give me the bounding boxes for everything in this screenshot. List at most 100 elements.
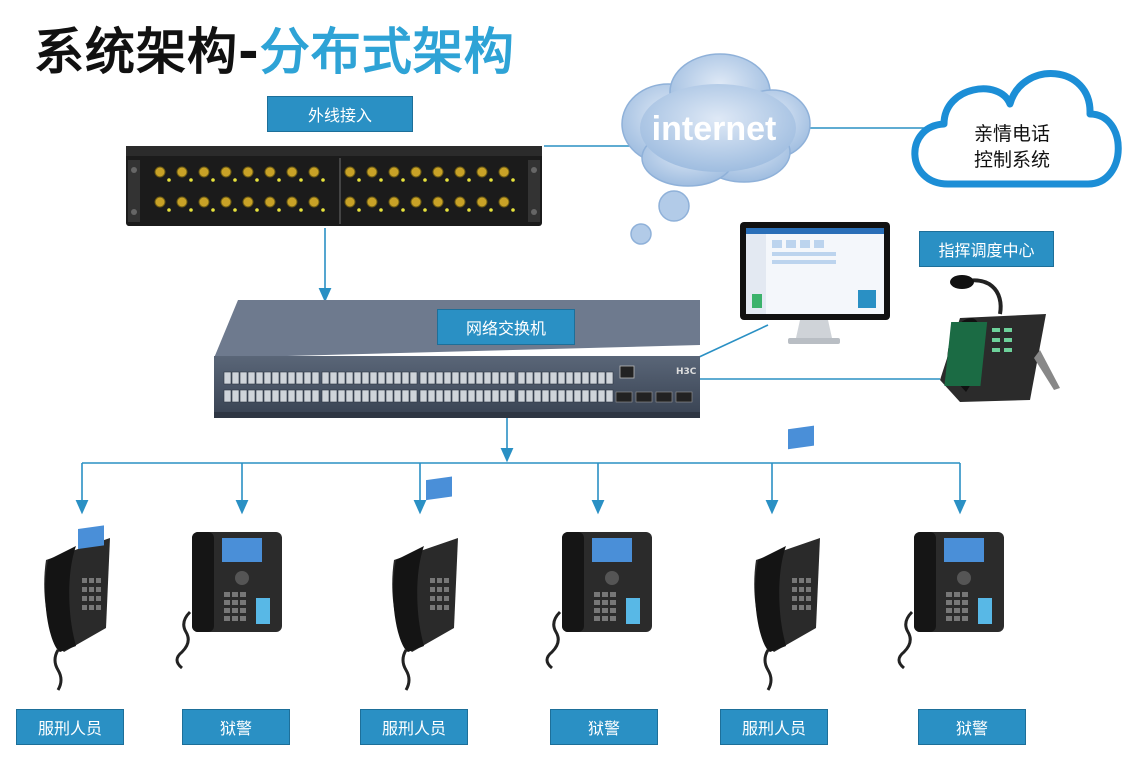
endpoint-label-3: 服刑人员 bbox=[360, 709, 468, 745]
switch-port bbox=[525, 371, 534, 385]
gateway-led bbox=[233, 208, 237, 212]
switch-port bbox=[369, 389, 378, 403]
switch-port bbox=[589, 371, 598, 385]
switch-port bbox=[337, 371, 346, 385]
switch-port bbox=[385, 371, 394, 385]
gateway-port bbox=[344, 166, 356, 178]
gateway-port bbox=[308, 166, 320, 178]
switch-port bbox=[311, 371, 320, 385]
diagram-title: 系统架构-分布式架构 bbox=[34, 22, 515, 82]
desk-phone-angled-icon bbox=[754, 425, 820, 691]
gateway-port bbox=[242, 166, 254, 178]
switch-port bbox=[353, 389, 362, 403]
switch-port bbox=[483, 371, 492, 385]
endpoint-label-4: 狱警 bbox=[550, 709, 658, 745]
switch-port bbox=[565, 389, 574, 403]
gateway-led bbox=[401, 178, 405, 182]
gateway-port bbox=[410, 196, 422, 208]
gateway-port bbox=[366, 166, 378, 178]
switch-port bbox=[393, 371, 402, 385]
gateway-port bbox=[454, 166, 466, 178]
switch-port bbox=[345, 389, 354, 403]
switch-port bbox=[279, 371, 288, 385]
gateway-port bbox=[476, 196, 488, 208]
gateway-port bbox=[308, 196, 320, 208]
gateway-port bbox=[154, 166, 166, 178]
switch-port bbox=[565, 371, 574, 385]
switch-port bbox=[419, 371, 428, 385]
switch-port bbox=[303, 371, 312, 385]
switch-port bbox=[377, 371, 386, 385]
switch-port bbox=[549, 371, 558, 385]
gateway-led bbox=[489, 178, 493, 182]
switch-port bbox=[581, 371, 590, 385]
switch-port bbox=[369, 371, 378, 385]
gateway-port bbox=[432, 196, 444, 208]
switch-port bbox=[329, 389, 338, 403]
gateway-port bbox=[220, 196, 232, 208]
gateway-port bbox=[498, 196, 510, 208]
family-phone-control-cloud: 亲情电话 控制系统 bbox=[911, 70, 1122, 188]
gateway-port bbox=[154, 196, 166, 208]
switch-port bbox=[451, 389, 460, 403]
switch-port bbox=[247, 389, 256, 403]
internet-cloud: internet bbox=[621, 53, 811, 245]
gateway-port bbox=[220, 166, 232, 178]
gateway-port bbox=[286, 166, 298, 178]
switch-port bbox=[329, 371, 338, 385]
gateway-led bbox=[489, 208, 493, 212]
switch-port bbox=[475, 371, 484, 385]
gateway-led bbox=[277, 208, 281, 212]
switch-port bbox=[271, 389, 280, 403]
switch-brand-text: H3C bbox=[676, 367, 697, 377]
switch-port bbox=[385, 389, 394, 403]
switch-port bbox=[435, 389, 444, 403]
gateway-led bbox=[211, 208, 215, 212]
gateway-led bbox=[299, 208, 303, 212]
gateway-port bbox=[476, 166, 488, 178]
gateway-led bbox=[277, 178, 281, 182]
gateway-port bbox=[498, 166, 510, 178]
switch-port bbox=[605, 371, 614, 385]
gateway-led bbox=[167, 208, 171, 212]
switch-port bbox=[337, 389, 346, 403]
gateway-led bbox=[379, 208, 383, 212]
gateway-led bbox=[189, 208, 193, 212]
gateway-led bbox=[321, 178, 325, 182]
dispatch-console-phone-icon bbox=[940, 275, 1060, 402]
title-part1: 系统架构- bbox=[34, 23, 260, 81]
switch-port bbox=[255, 389, 264, 403]
control-system-label-line2: 控制系统 bbox=[974, 149, 1050, 171]
switch-port bbox=[247, 371, 256, 385]
switch-port bbox=[393, 389, 402, 403]
switch-port bbox=[605, 389, 614, 403]
switch-port bbox=[549, 389, 558, 403]
switch-port bbox=[401, 389, 410, 403]
switch-port bbox=[533, 371, 542, 385]
switch-port bbox=[597, 371, 606, 385]
gateway-port bbox=[198, 166, 210, 178]
switch-port bbox=[573, 371, 582, 385]
gateway-led bbox=[423, 208, 427, 212]
gateway-port bbox=[176, 166, 188, 178]
switch-port bbox=[597, 389, 606, 403]
endpoint-label-5: 服刑人员 bbox=[720, 709, 828, 745]
switch-port bbox=[321, 371, 330, 385]
switch-port bbox=[525, 389, 534, 403]
switch-port bbox=[345, 371, 354, 385]
switch-port bbox=[557, 371, 566, 385]
switch-port bbox=[239, 371, 248, 385]
desk-phone-angled-icon bbox=[44, 525, 110, 691]
gateway-led bbox=[511, 178, 515, 182]
gateway-led bbox=[467, 208, 471, 212]
voip-gateway-device bbox=[126, 146, 542, 226]
gateway-led bbox=[211, 178, 215, 182]
network-switch-label: 网络交换机 bbox=[437, 309, 575, 345]
gateway-led bbox=[379, 178, 383, 182]
switch-port bbox=[295, 389, 304, 403]
switch-port bbox=[467, 389, 476, 403]
switch-port bbox=[475, 389, 484, 403]
switch-port bbox=[443, 371, 452, 385]
gateway-port bbox=[410, 166, 422, 178]
